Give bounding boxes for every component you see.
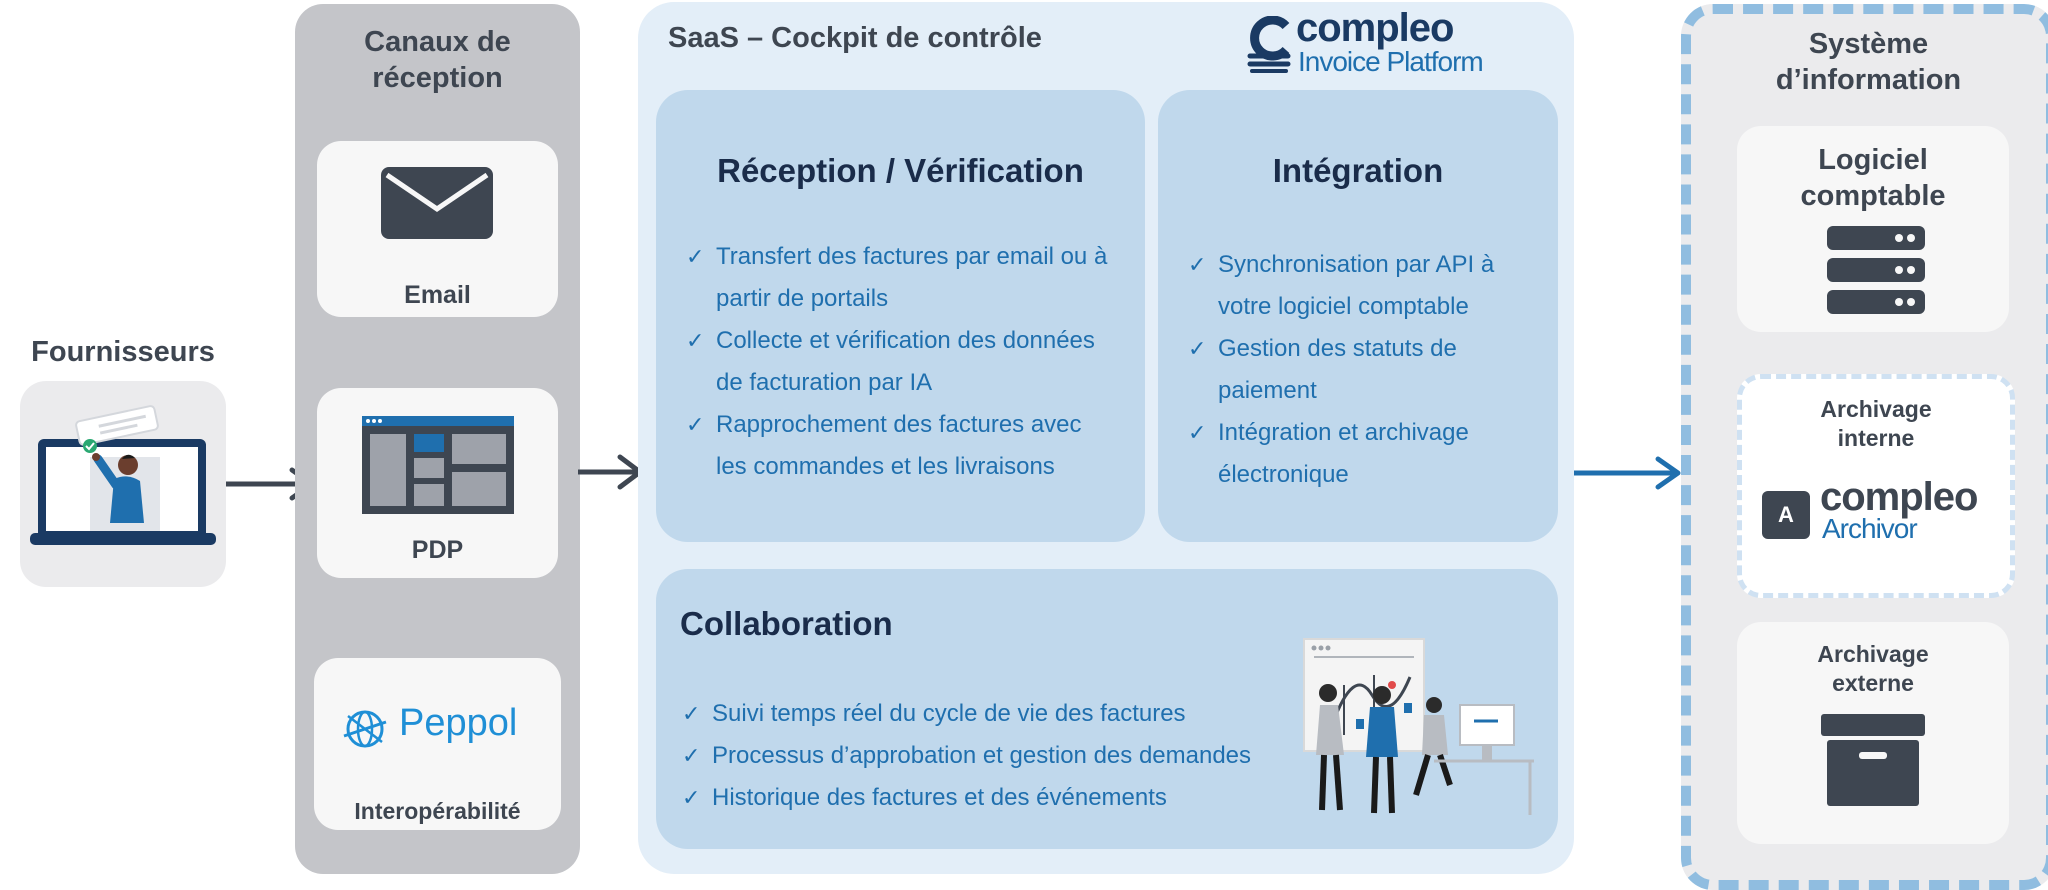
integration-panel: Intégration Synchronisation par API àvot…: [1158, 90, 1558, 542]
arrow-saas-to-system: [1574, 456, 1681, 490]
laptop-person-icon: [30, 405, 216, 545]
compleo-archivor-logo: A compleo Archivor: [1762, 475, 2002, 549]
envelope-icon: [381, 167, 493, 239]
suppliers-card: [20, 381, 226, 587]
compleo-invoice-platform-logo: compleo Invoice Platform: [1246, 6, 1516, 78]
channel-label-pdp: PDP: [411, 536, 464, 564]
collaboration-item: Historique des factures et des événement…: [682, 777, 1292, 819]
collaboration-panel: Collaboration Suivi temps réel du cycle …: [656, 569, 1558, 849]
team-whiteboard-illustration-icon: [1303, 638, 1534, 815]
channels-title: Canaux de réception: [364, 26, 511, 94]
server-stack-icon: [1827, 226, 1925, 314]
channel-card-email: Email: [317, 141, 558, 317]
channel-label-email: Email: [404, 281, 471, 309]
channel-label-interop: Interopérabilité: [354, 798, 521, 824]
compleo-logo-icon: [1247, 16, 1291, 73]
portal-window-icon: [362, 416, 514, 514]
collaboration-list: Suivi temps réel du cycle de vie des fac…: [682, 693, 1292, 819]
integration-title: Intégration: [1272, 152, 1444, 189]
archivor-compleo-wordmark: compleo: [1820, 475, 1978, 519]
reception-panel: Réception / Vérification Transfert des f…: [656, 90, 1145, 542]
collaboration-item: Processus d’approbation et gestion des d…: [682, 735, 1292, 777]
saas-title: SaaS – Cockpit de contrôle: [668, 22, 1042, 54]
reception-list: Transfert des factures par email ou àpar…: [686, 236, 1136, 488]
archivor-badge-icon: A: [1762, 491, 1810, 539]
channel-card-pdp: PDP: [317, 388, 558, 578]
invoice-platform-wordmark: Invoice Platform: [1298, 46, 1484, 77]
archivor-wordmark: Archivor: [1822, 513, 1918, 544]
reception-item: Transfert des factures par email ou àpar…: [686, 236, 1136, 320]
archive-box-icon: [1821, 714, 1925, 806]
collaboration-title: Collaboration: [680, 605, 893, 642]
peppol-globe-icon: [343, 710, 387, 748]
peppol-logo-text: Peppol: [399, 702, 518, 744]
saas-cockpit-container: SaaS – Cockpit de contrôle compleo Invoi…: [638, 2, 1574, 874]
reception-title: Réception / Vérification: [717, 152, 1084, 189]
suppliers-title: Fournisseurs: [31, 336, 215, 368]
channel-card-peppol: Peppol Interopérabilité: [314, 658, 561, 830]
collaboration-item: Suivi temps réel du cycle de vie des fac…: [682, 693, 1292, 735]
compleo-logo-wordmark: compleo: [1296, 6, 1454, 50]
channels-column: Canaux de réception Email PDP Peppo: [295, 4, 580, 874]
